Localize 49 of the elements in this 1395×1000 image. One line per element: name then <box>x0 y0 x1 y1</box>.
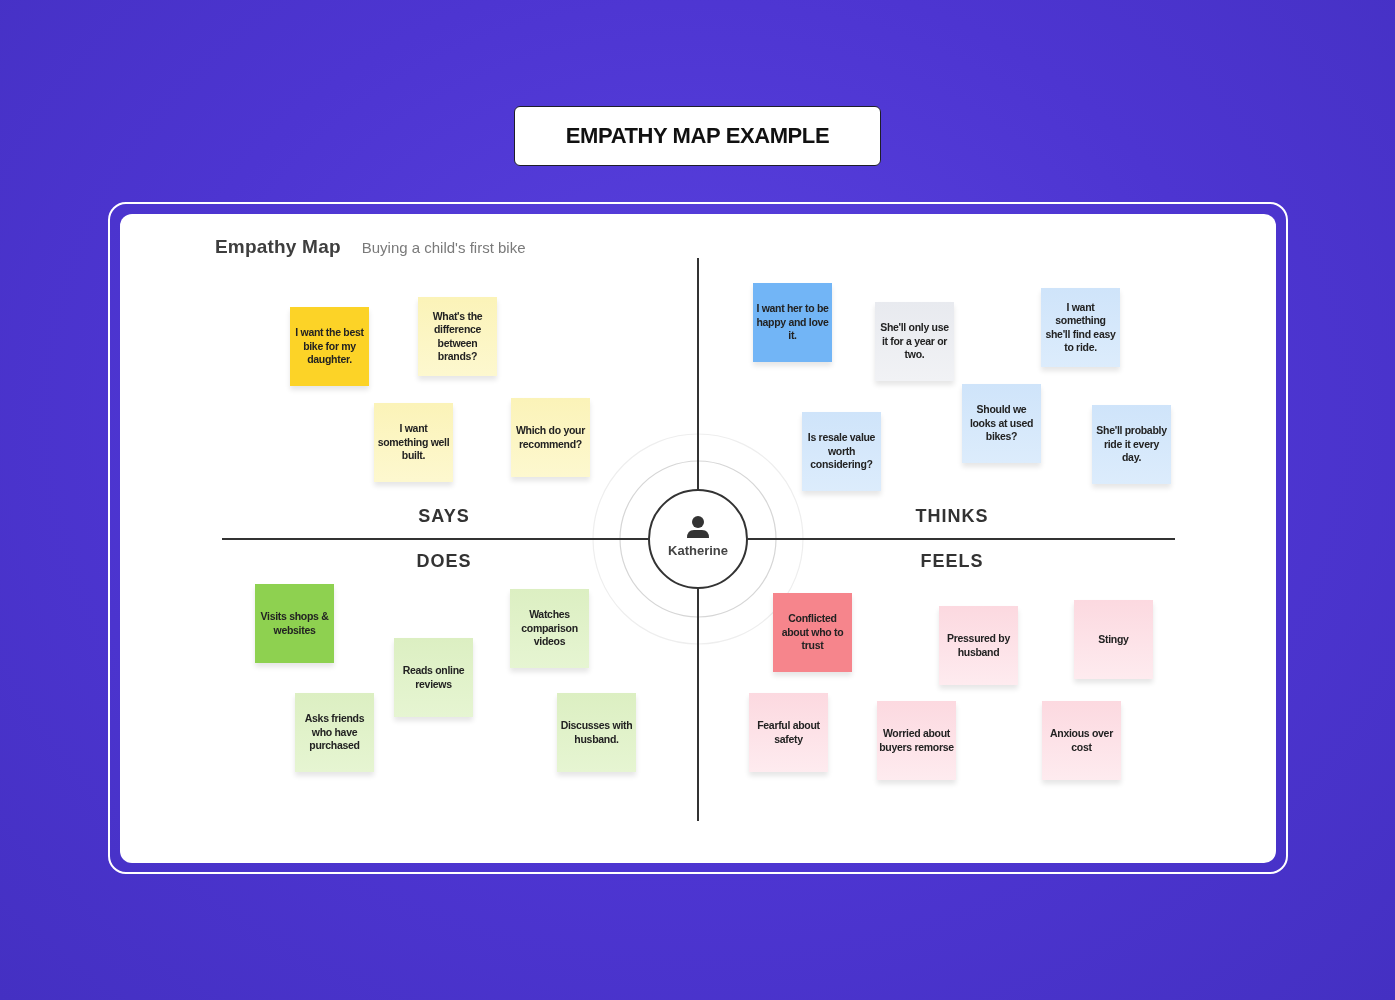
quadrant-label: THINKS <box>915 505 989 527</box>
sticky-note <box>773 593 852 672</box>
sticky-note <box>418 297 497 376</box>
board-title: Empathy Map <box>215 236 341 258</box>
sticky-note <box>557 693 636 772</box>
note-text: I want something she'll find easy to ride. <box>1044 300 1117 355</box>
sticky-note <box>394 638 473 717</box>
sticky-note <box>749 693 828 772</box>
note-text: I want her to be happy and love it. <box>755 302 830 343</box>
quadrant-label: FEELS <box>920 550 984 572</box>
note-text: Conflicted about who to trust <box>780 612 845 653</box>
note-text: Discusses with husband. <box>559 719 634 746</box>
sticky-note <box>295 693 374 772</box>
persona-name: Katherine <box>668 543 728 558</box>
note-text: Is resale value worth considering? <box>806 431 877 472</box>
note-text: Anxious over cost <box>1049 727 1115 754</box>
note-text: I want something well built. <box>376 422 451 463</box>
note-text: Reads online reviews <box>401 664 466 691</box>
sticky-note <box>753 283 832 362</box>
sticky-note <box>877 701 956 780</box>
note-text: I want the best bike for my daughter. <box>294 326 365 367</box>
note-text: Fearful about safety <box>756 719 821 746</box>
note-text: Pressured by husband <box>946 632 1011 659</box>
note-text: Asks friends who have purchased <box>303 712 366 753</box>
note-text: Stingy <box>1098 632 1129 647</box>
sticky-note <box>511 398 590 477</box>
sticky-note <box>1074 600 1153 679</box>
sticky-note <box>1042 701 1121 780</box>
note-text: Visits shops & websites <box>259 610 330 637</box>
title-banner: EMPATHY MAP EXAMPLE <box>514 106 881 166</box>
sticky-note <box>802 412 881 491</box>
sticky-note <box>290 307 369 386</box>
note-text: Which do your recommend? <box>515 424 587 451</box>
sticky-note <box>255 584 334 663</box>
note-text: She'll only use it for a year or two. <box>879 321 950 362</box>
note-text: Should we looks at used bikes? <box>968 403 1035 444</box>
quadrant-label: SAYS <box>418 505 470 527</box>
sticky-note <box>510 589 589 668</box>
sticky-note <box>374 403 453 482</box>
note-text: What's the difference between brands? <box>431 309 484 364</box>
sticky-note <box>939 606 1018 685</box>
note-text: Worried about buyers remorse <box>879 727 954 754</box>
note-text: She'll probably ride it every day. <box>1095 424 1168 465</box>
quadrant-label: DOES <box>416 550 472 572</box>
note-text: Watches comparison videos <box>520 608 579 649</box>
sticky-note <box>1092 405 1171 484</box>
sticky-note <box>1041 288 1120 367</box>
sticky-note <box>962 384 1041 463</box>
board-subtitle: Buying a child's first bike <box>361 239 526 256</box>
